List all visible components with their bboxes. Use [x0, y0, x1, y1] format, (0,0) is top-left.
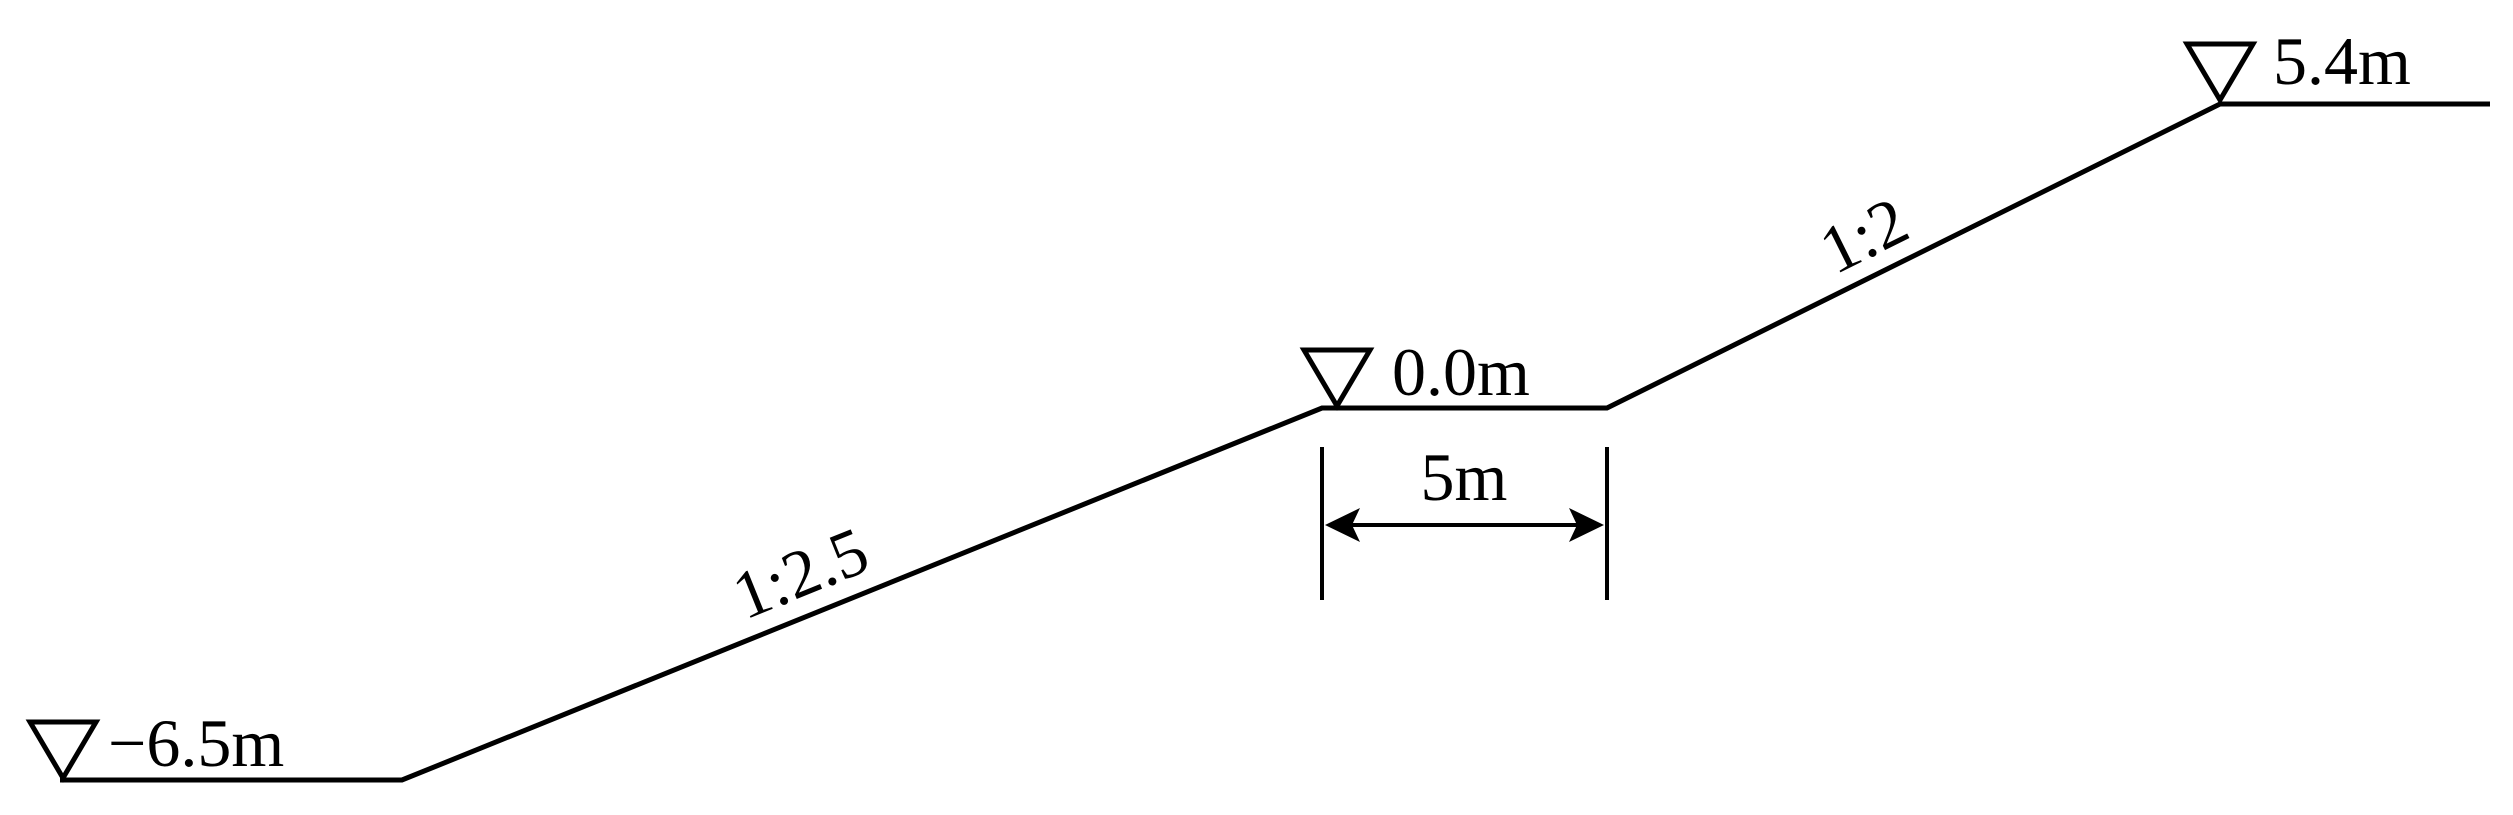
slope-label-upper: 1:2 — [1808, 182, 1920, 289]
elevation-triangle-icon — [25, 719, 101, 783]
elevation-triangle-icon — [2182, 41, 2258, 105]
arrowhead-left-icon — [1325, 508, 1360, 542]
elevation-marker-top: 5.4m — [2182, 23, 2411, 105]
dimension-label: 5m — [1421, 439, 1508, 515]
ground-profile-line — [60, 101, 2490, 783]
elevation-label-top: 5.4m — [2273, 23, 2411, 99]
elevation-triangle-icon — [1299, 347, 1375, 411]
slope-label-lower: 1:2.5 — [722, 512, 878, 634]
elevation-label-bottom: −6.5m — [108, 705, 284, 781]
elevation-label-berm: 0.0m — [1392, 334, 1530, 410]
elevation-marker-bottom: −6.5m — [25, 705, 284, 783]
elevation-marker-berm: 0.0m — [1299, 334, 1530, 411]
arrowhead-right-icon — [1569, 508, 1604, 542]
dimension-berm-width: 5m — [1320, 439, 1609, 600]
